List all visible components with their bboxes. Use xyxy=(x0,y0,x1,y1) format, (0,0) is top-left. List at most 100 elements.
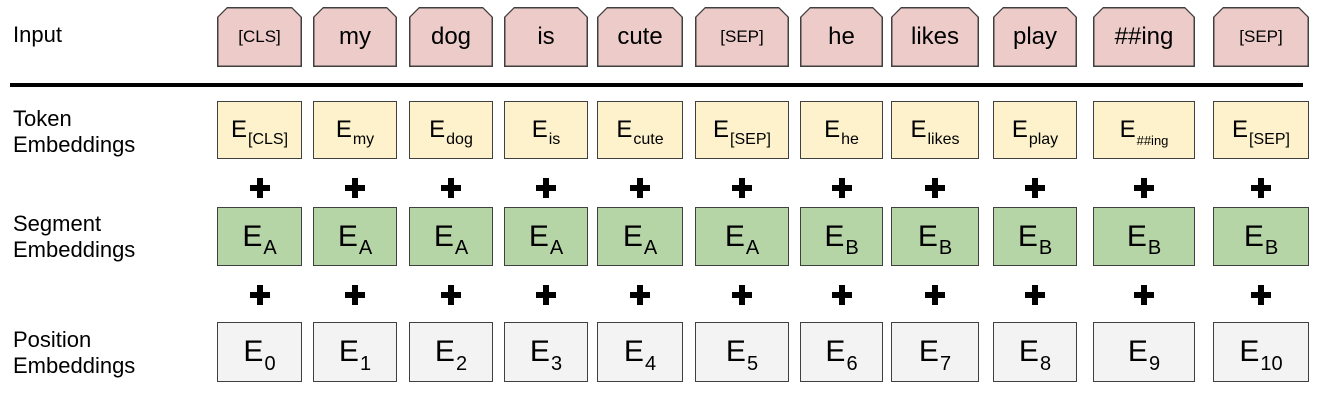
position-embedding-subscript: 0 xyxy=(264,352,276,375)
position-embedding-letter: E xyxy=(623,335,644,368)
input-token-outline xyxy=(1213,7,1309,67)
plus-icon xyxy=(831,178,852,198)
input-token-text: dog xyxy=(430,23,472,50)
token-embedding-subscript: dog xyxy=(446,131,473,148)
segment-embeddings-row-label: Segment Embeddings xyxy=(13,211,136,262)
input-token-outline xyxy=(313,7,397,67)
position-embedding-letter: E xyxy=(1239,335,1260,368)
input-token: is xyxy=(504,7,588,67)
input-token: he xyxy=(800,7,883,67)
plus-icon xyxy=(249,178,270,198)
position-embeddings-row-label: Position Embeddings xyxy=(13,327,136,378)
input-token: ##ing xyxy=(1093,7,1195,67)
plus-icon xyxy=(1251,178,1271,198)
segment-embedding-letter: E xyxy=(1017,219,1038,253)
segment-embedding-letter: E xyxy=(917,219,938,253)
position-embedding-subscript: 2 xyxy=(455,352,468,375)
token-embedding-letter: E xyxy=(1232,116,1249,143)
token-embedding-letter: E xyxy=(230,116,247,143)
segment-embedding-letter: E xyxy=(433,219,454,253)
position-embedding-subscript: 10 xyxy=(1260,352,1283,375)
input-token-shape xyxy=(218,8,302,67)
input-token-text: [SEP] xyxy=(1239,27,1283,46)
plus-icon xyxy=(1251,285,1271,305)
position-embedding-letter: E xyxy=(1018,335,1039,368)
segment-embedding-subscript: B xyxy=(1038,237,1053,259)
input-token: my xyxy=(313,7,397,67)
segment-embedding-subscript: B xyxy=(845,237,859,259)
token-embedding-subscript: my xyxy=(352,131,375,148)
segment-embedding-letter: E xyxy=(242,219,263,253)
token-embedding-subscript: play xyxy=(1028,131,1059,148)
token-embedding-subscript: ##ing xyxy=(1136,132,1169,148)
input-token-text: [SEP] xyxy=(720,27,764,46)
input-token-shape xyxy=(892,8,979,67)
position-embedding-letter: E xyxy=(725,335,746,368)
token-embedding: E[CLS] xyxy=(217,101,302,159)
position-embedding-subscript: 5 xyxy=(746,352,759,375)
token-embedding-letter: E xyxy=(1119,116,1136,143)
input-token-text: he xyxy=(828,23,855,50)
plus-icon xyxy=(925,178,945,198)
input-token-outline xyxy=(504,7,588,67)
input-token-outline xyxy=(409,7,493,67)
input-token-text: play xyxy=(1012,23,1058,50)
input-token-text: likes xyxy=(910,23,959,50)
input-token-shape xyxy=(505,8,588,67)
segment-embedding-subscript: A xyxy=(358,237,373,259)
input-token-text: ##ing xyxy=(1114,23,1174,50)
segment-embedding-subscript: B xyxy=(938,237,953,259)
segment-embedding-subscript: B xyxy=(1147,237,1162,259)
token-embedding-letter: E xyxy=(616,116,633,143)
token-embedding-letter: E xyxy=(429,116,446,143)
input-token: dog xyxy=(409,7,493,67)
input-token-outline xyxy=(891,7,979,67)
input-token-outline xyxy=(1093,7,1195,67)
plus-icon xyxy=(1134,285,1154,305)
plus-icon xyxy=(831,285,852,305)
input-token-shape xyxy=(314,8,397,67)
segment-embedding-letter: E xyxy=(824,219,845,253)
segment-embedding-subscript: A xyxy=(643,237,658,259)
segment-embedding-subscript: A xyxy=(745,237,760,259)
input-token: [CLS] xyxy=(217,7,302,67)
input-token: cute xyxy=(597,7,683,67)
token-embedding-letter: E xyxy=(910,116,927,143)
input-token: [SEP] xyxy=(1213,7,1309,67)
token-embedding-letter: E xyxy=(824,116,841,143)
position-embedding-subscript: 6 xyxy=(846,352,858,375)
plus-icon xyxy=(441,178,461,198)
position-embedding-subscript: 3 xyxy=(550,352,563,375)
token-embedding-subscript: likes xyxy=(927,131,960,148)
plus-icon xyxy=(1025,285,1045,305)
input-token-shape xyxy=(410,8,493,67)
position-embedding-subscript: 1 xyxy=(359,352,372,375)
input-token-text: my xyxy=(339,23,371,50)
input-token: play xyxy=(993,7,1077,67)
input-token: [SEP] xyxy=(695,7,789,67)
input-token-shape xyxy=(994,8,1077,67)
input-token-shape xyxy=(1094,8,1195,67)
plus-icon xyxy=(345,285,365,305)
input-token-outline xyxy=(800,7,883,67)
token-embedding: E[SEP] xyxy=(695,101,789,159)
input-divider-line xyxy=(10,83,1303,87)
position-embedding-letter: E xyxy=(434,335,455,368)
input-token-outline xyxy=(695,7,789,67)
